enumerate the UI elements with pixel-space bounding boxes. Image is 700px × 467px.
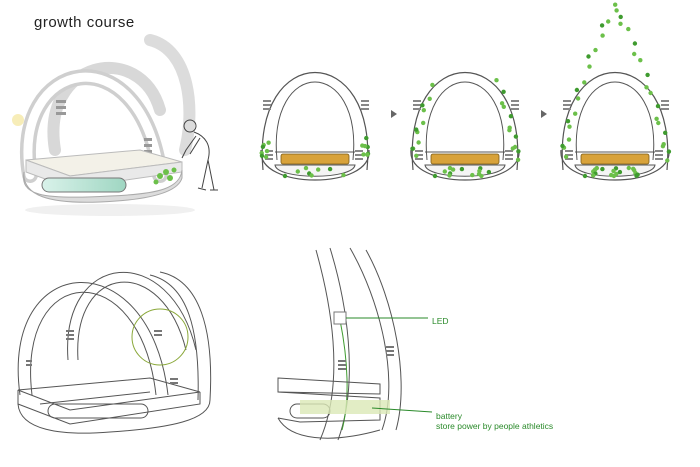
battery-callout-description: store power by people athletics bbox=[436, 421, 554, 431]
board-title: growth course bbox=[34, 14, 135, 31]
render-3d-bench bbox=[12, 34, 196, 216]
perspective-line-drawing bbox=[17, 271, 212, 434]
arrow-right-icon bbox=[541, 110, 547, 118]
arrow-right-icon bbox=[391, 110, 397, 118]
battery-callout-label: battery bbox=[436, 411, 462, 421]
person-figure bbox=[153, 119, 218, 191]
growth-stage-3 bbox=[560, 2, 672, 181]
growth-stage-1 bbox=[259, 71, 371, 181]
closeup-detail-drawing bbox=[277, 247, 433, 441]
growth-sequence bbox=[259, 2, 672, 181]
growth-stage-2 bbox=[410, 71, 521, 181]
led-callout-label: LED bbox=[432, 316, 449, 326]
detail-callout-circle bbox=[131, 308, 189, 366]
